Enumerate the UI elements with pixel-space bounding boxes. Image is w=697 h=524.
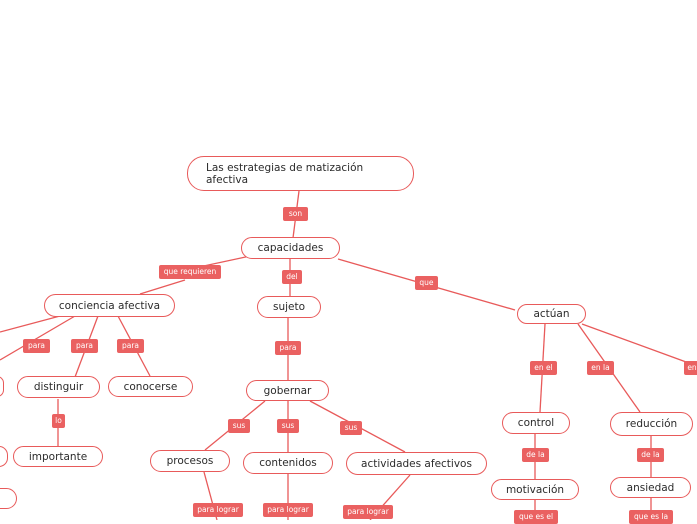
node-partial-left-3[interactable] [0, 488, 17, 509]
node-sujeto[interactable]: sujeto [257, 296, 321, 318]
link-label-que[interactable]: que [415, 276, 438, 290]
link-label-sus-actividades[interactable]: sus [340, 421, 362, 435]
link-label-para-conocerse[interactable]: para [117, 339, 144, 353]
link-label-del[interactable]: del [282, 270, 302, 284]
root-topic-node[interactable]: Las estrategias de matización afectiva [187, 156, 414, 191]
node-control[interactable]: control [502, 412, 570, 434]
node-motivacion[interactable]: motivación [491, 479, 579, 500]
node-contenidos[interactable]: contenidos [243, 452, 333, 474]
node-conciencia-afectiva[interactable]: conciencia afectiva [44, 294, 175, 317]
node-actuan[interactable]: actúan [517, 304, 586, 324]
node-capacidades[interactable]: capacidades [241, 237, 340, 259]
link-label-para-distinguir[interactable]: para [71, 339, 98, 353]
link-label-de-la-control[interactable]: de la [522, 448, 549, 462]
link-label-para-lograr-actividades[interactable]: para lograr [343, 505, 393, 519]
node-conocerse[interactable]: conocerse [108, 376, 193, 397]
link-label-que-es-el[interactable]: que es el [514, 510, 558, 524]
link-label-sus-contenidos[interactable]: sus [277, 419, 299, 433]
link-label-en-el[interactable]: en el [530, 361, 557, 375]
link-label-que-es-la[interactable]: que es la [629, 510, 673, 524]
link-label-en-right[interactable]: en [684, 361, 697, 375]
node-gobernar[interactable]: gobernar [246, 380, 329, 401]
node-procesos[interactable]: procesos [150, 450, 230, 472]
link-label-para-left[interactable]: para [23, 339, 50, 353]
link-label-lo[interactable]: lo [52, 414, 65, 428]
node-ansiedad[interactable]: ansiedad [610, 477, 691, 498]
node-reduccion[interactable]: reducción [610, 412, 693, 436]
node-actividades-afectivos[interactable]: actividades afectivos [346, 452, 487, 475]
node-distinguir[interactable]: distinguir [17, 376, 100, 398]
node-importante[interactable]: importante [13, 446, 103, 467]
link-label-son[interactable]: son [283, 207, 308, 221]
link-label-para-sujeto[interactable]: para [275, 341, 301, 355]
link-label-sus-procesos[interactable]: sus [228, 419, 250, 433]
link-label-en-la[interactable]: en la [587, 361, 614, 375]
link-label-que-requieren[interactable]: que requieren [159, 265, 221, 279]
link-label-para-lograr-procesos[interactable]: para lograr [193, 503, 243, 517]
link-label-para-lograr-contenidos[interactable]: para lograr [263, 503, 313, 517]
link-label-de-la-reduccion[interactable]: de la [637, 448, 664, 462]
